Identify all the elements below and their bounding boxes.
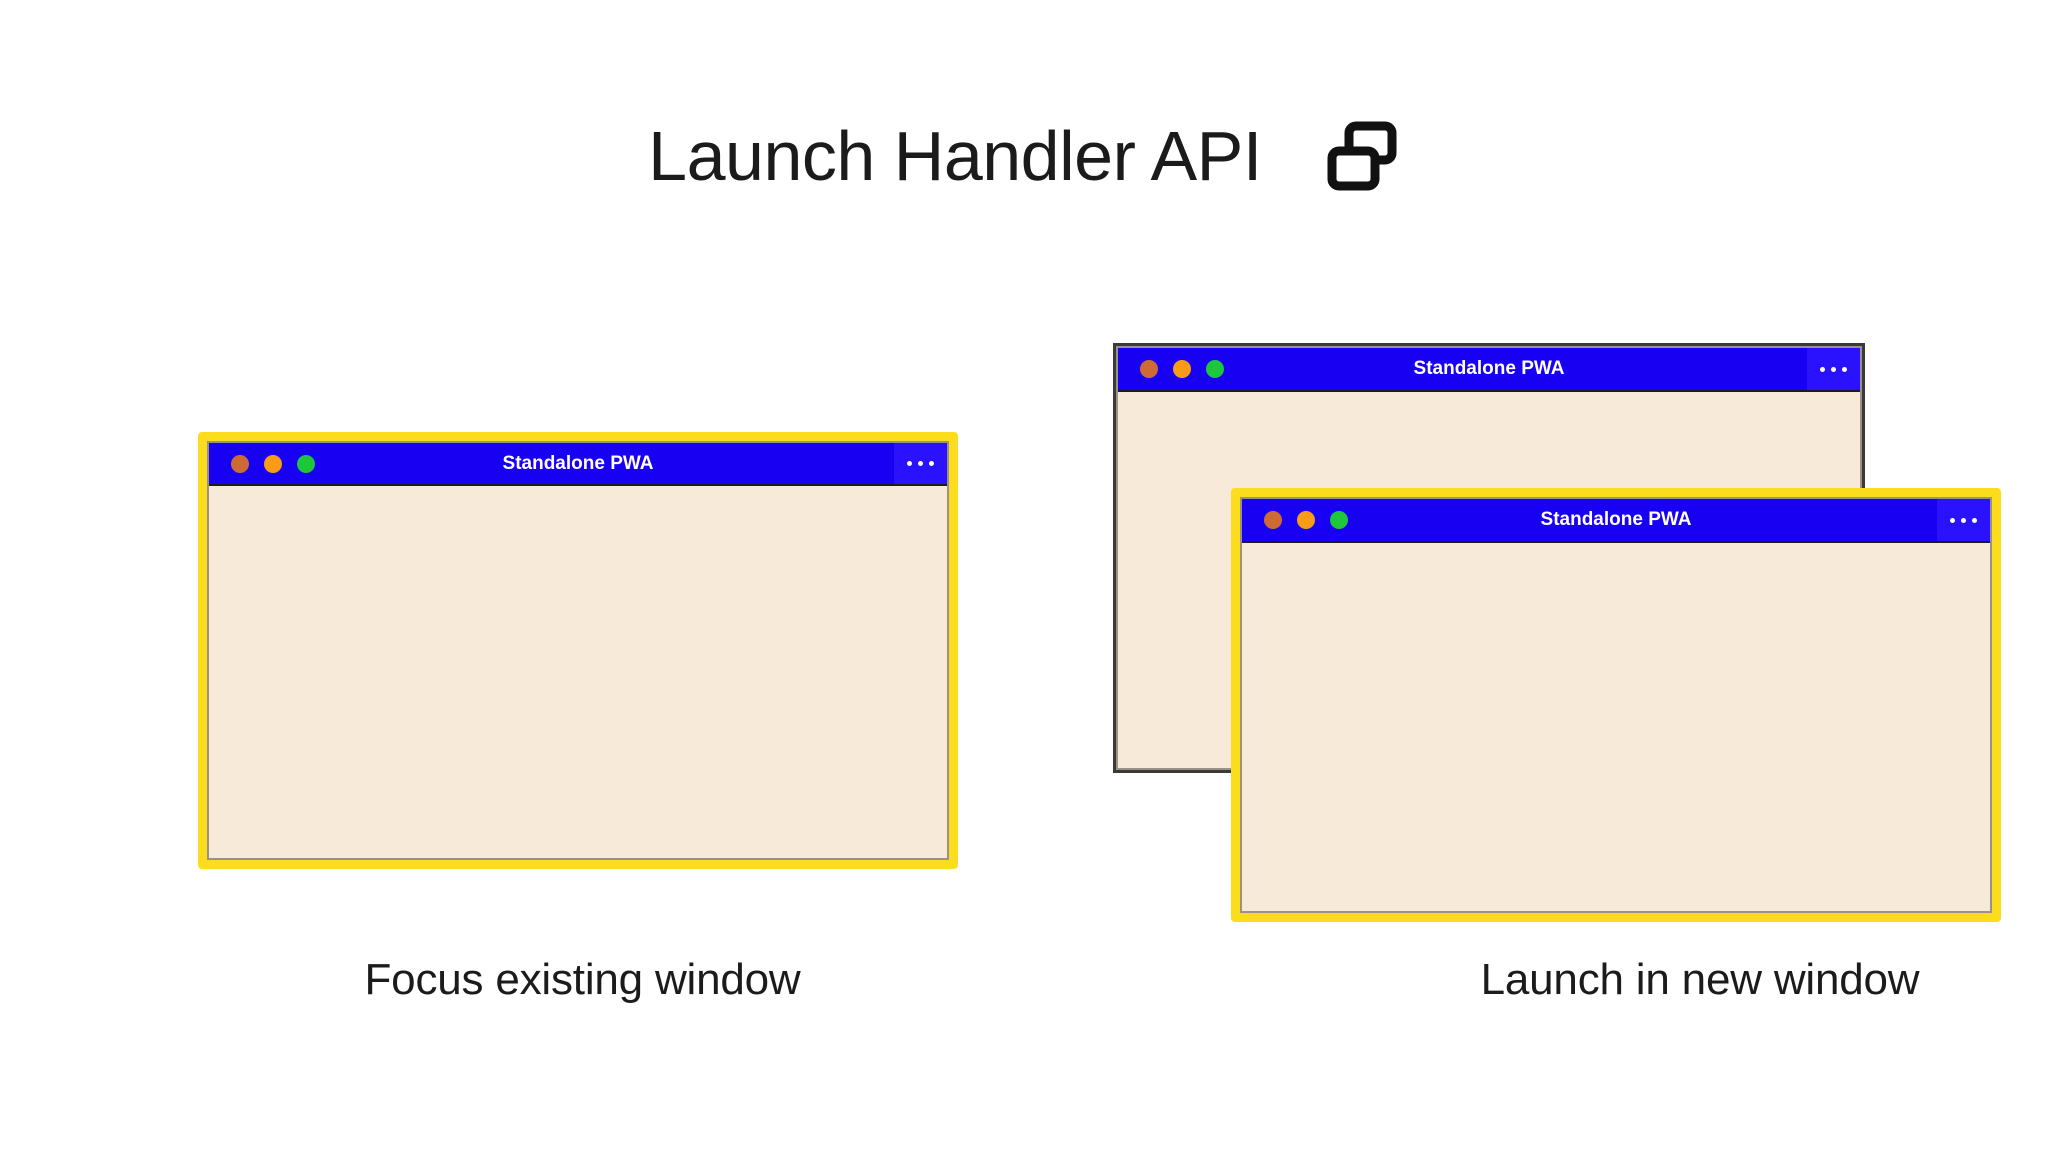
maximize-button-icon[interactable] [1330,511,1348,529]
overflow-menu-button[interactable] [1937,499,1990,541]
standalone-pwa-window-focused[interactable]: Standalone PWA [198,432,958,869]
window-title: Standalone PWA [1540,509,1692,530]
overflow-menu-button[interactable] [1807,348,1860,390]
window-titlebar[interactable]: Standalone PWA [1118,348,1860,392]
traffic-lights [231,454,315,473]
window-title: Standalone PWA [502,452,654,474]
page-header: Launch Handler API [0,118,2048,194]
more-options-icon [1950,517,1977,523]
window-title: Standalone PWA [1413,358,1565,379]
traffic-lights [1140,360,1224,378]
minimize-button-icon[interactable] [264,454,282,473]
close-button-icon[interactable] [1264,511,1282,529]
close-button-icon[interactable] [231,454,249,473]
window-frame: Standalone PWA [207,441,949,860]
more-options-icon [1820,366,1847,372]
caption-focus-existing-window: Focus existing window [364,955,801,1004]
caption-launch-in-new-window: Launch in new window [1480,955,1920,1004]
window-content-area [209,486,947,858]
close-button-icon[interactable] [1140,360,1158,378]
window-titlebar[interactable]: Standalone PWA [1242,499,1990,543]
minimize-button-icon[interactable] [1173,360,1191,378]
more-options-icon [907,461,934,466]
window-frame: Standalone PWA [1240,497,1992,913]
traffic-lights [1264,511,1348,529]
maximize-button-icon[interactable] [1206,360,1224,378]
overflow-menu-button[interactable] [894,443,947,484]
page-title: Launch Handler API [648,117,1262,195]
standalone-pwa-window-new[interactable]: Standalone PWA [1231,488,2001,922]
windows-overlap-icon [1324,118,1400,194]
window-content-area [1242,543,1990,911]
maximize-button-icon[interactable] [297,454,315,473]
minimize-button-icon[interactable] [1297,511,1315,529]
window-titlebar[interactable]: Standalone PWA [209,443,947,486]
